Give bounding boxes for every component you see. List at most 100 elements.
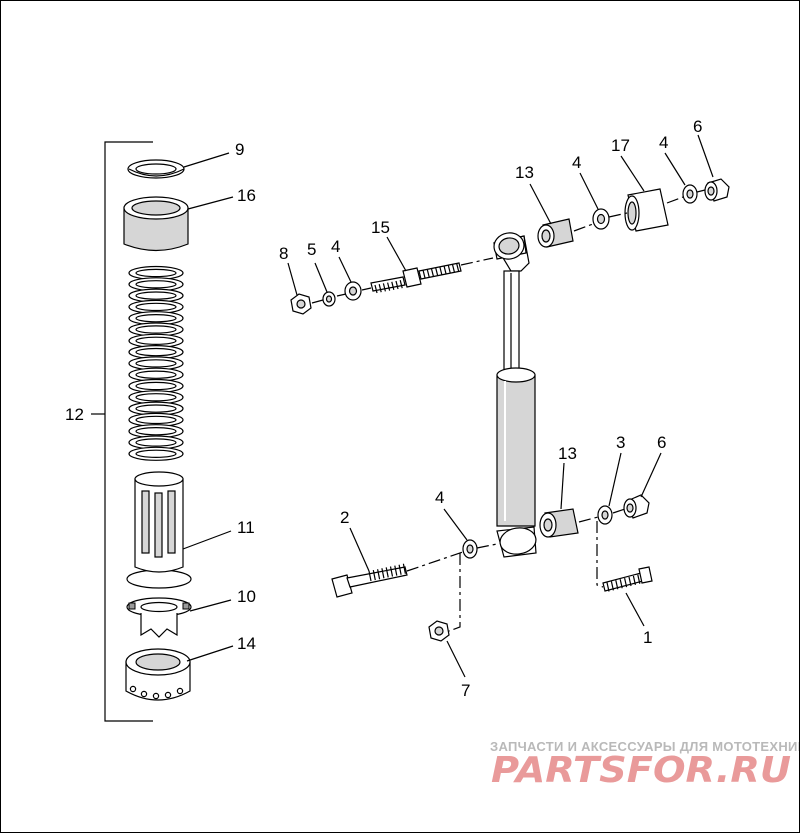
lockwasher-part-5 [322,291,336,307]
mounting-stud-part-15 [370,262,462,294]
spring-coil-inner [135,325,177,334]
thread-line [381,568,385,579]
watermark-caption: ЗАПЧАСТИ И АКСЕССУАРЫ ДЛЯ МОТОТЕХНИКИ [490,739,799,754]
spring-coil-inner [135,359,177,368]
hex-nut-part-7 [428,620,450,642]
spring-guide-part-11 [126,471,192,589]
lower-collar-part-14 [125,648,191,701]
thread-line [391,281,395,290]
leaders-left [182,152,234,662]
callout-6-lower: 6 [657,433,666,452]
bolt-part-2 [331,563,408,598]
spring-coil-inner [135,347,177,357]
spring-coil-inner [135,336,177,345]
thread-line [399,280,403,289]
thread-line [451,263,455,273]
screw-part-1 [602,566,653,592]
callout-11: 11 [237,518,255,537]
callout-8: 8 [279,244,288,263]
callout-9: 9 [235,140,244,159]
spring-coil-inner [135,438,177,447]
callout-10: 10 [237,587,256,606]
callout-5: 5 [307,240,316,259]
thread-line [435,267,439,276]
washer-lower-right-part-3 [597,505,613,525]
thread-line [628,576,632,587]
spring-cap-part-16 [123,196,189,252]
thread-line [394,565,398,576]
washer-upper-outer-part-4 [682,184,698,204]
callout-14: 14 [237,634,256,653]
acorn-nut-lower-part-6 [623,494,650,519]
callout-17: 17 [611,136,630,155]
callout-3: 3 [616,433,625,452]
spacer-sleeve-part-17 [624,188,669,232]
thread-line [372,569,376,581]
callout-13-lower: 13 [558,444,577,463]
thread-line [632,575,636,586]
spring-coil-inner [135,314,177,323]
retaining-clip-part-9 [127,159,185,179]
thread-line [378,284,382,293]
acorn-nut-upper-part-6 [704,178,730,202]
thread-line [368,570,372,582]
callout-4-left: 4 [331,237,340,256]
washer-left-part-4 [344,281,362,301]
thread-line [382,283,386,292]
callout-12: 12 [65,405,84,424]
callout-6-upper: 6 [693,117,702,136]
bushing-upper-part-13 [537,218,574,248]
thread-line [385,567,389,578]
leaders-right [287,134,714,678]
spring-coil-inner [135,404,177,413]
spring-coil-inner [135,449,177,458]
callout-2: 2 [340,508,349,527]
thread-line [374,284,378,294]
callout-4-upper-outer: 4 [659,133,668,152]
thread-line [624,577,628,588]
spring-coil-inner [135,280,177,289]
thread-line [606,582,610,592]
spring-coil-inner [135,268,177,278]
spring-coil [128,446,184,461]
thread-line [430,268,434,277]
callout-4-lower: 4 [435,488,444,507]
thread-line [398,564,402,575]
callout-1: 1 [643,628,652,647]
thread-line [439,266,443,275]
assembly-bracket-12 [91,141,153,722]
watermark-logo: PARTSFOR.RU [491,750,791,791]
shock-absorber-body [493,232,537,558]
spring-coil-inner [135,370,177,379]
adjuster-ring-part-10 [126,597,192,638]
thread-line [443,265,447,274]
thread-line [389,566,394,577]
thread-line [395,280,399,290]
thread-line [426,269,430,278]
washer-lower-left-part-4 [462,539,478,559]
thread-line [377,569,381,580]
spring-coil-inner [135,393,177,402]
coil-spring [128,265,184,461]
thread-line [615,580,619,590]
callout-4-upper-inner: 4 [572,153,581,172]
thread-line [610,581,614,591]
assembly-axis-lines [311,189,706,632]
thread-line [447,264,451,274]
thread-line [422,269,426,279]
callout-15: 15 [371,218,390,237]
bushing-lower-part-13 [539,508,579,538]
washer-upper-inner-part-4 [592,208,610,230]
spring-coil-inner [135,427,177,436]
thread-line [637,574,641,584]
spring-coil-inner [135,381,177,391]
thread-line [456,263,460,272]
spring-coil-inner [135,291,177,300]
thread-line [387,282,391,291]
thread-line [619,579,623,589]
callout-16: 16 [237,186,256,205]
callout-7: 7 [461,681,470,700]
hex-nut-part-8 [290,293,312,315]
